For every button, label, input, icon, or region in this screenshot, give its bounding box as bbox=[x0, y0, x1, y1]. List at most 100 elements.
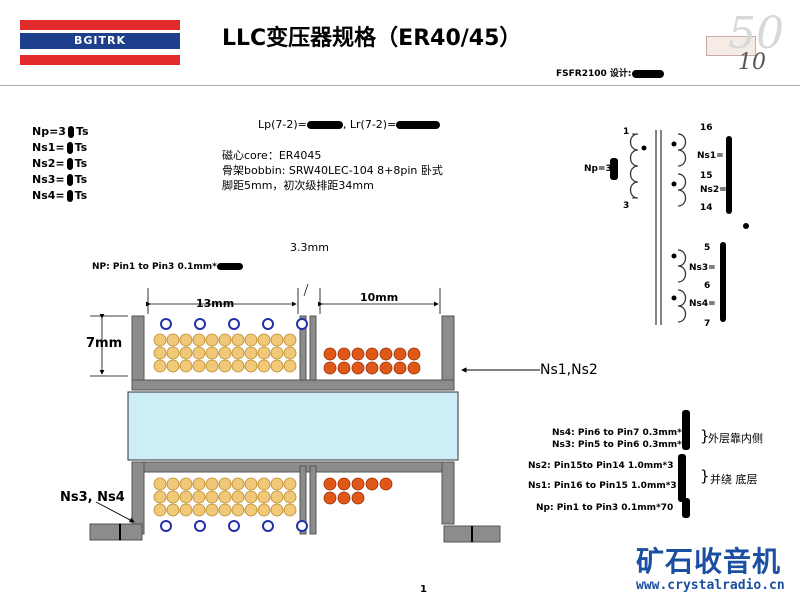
subtitle: FSFR2100 设计: bbox=[556, 66, 664, 79]
stray-dot bbox=[743, 223, 749, 229]
redaction bbox=[682, 410, 690, 450]
outer-winding-turn bbox=[194, 520, 206, 532]
primary-turn bbox=[257, 346, 271, 360]
outer-note: 外层靠内侧 bbox=[708, 432, 763, 445]
primary-turn bbox=[218, 490, 232, 504]
primary-turn bbox=[244, 503, 258, 517]
outer-winding-turn bbox=[160, 520, 172, 532]
primary-turn bbox=[205, 503, 219, 517]
primary-turn bbox=[231, 333, 245, 347]
secondary-turn bbox=[393, 361, 407, 375]
primary-turn bbox=[270, 477, 284, 491]
secondary-turn bbox=[337, 491, 351, 505]
primary-turn bbox=[257, 333, 271, 347]
primary-turn bbox=[153, 490, 167, 504]
spec-np: Np: Pin1 to Pin3 0.1mm*70 bbox=[536, 503, 674, 513]
redaction bbox=[678, 454, 686, 502]
primary-turn bbox=[205, 333, 219, 347]
primary-turn bbox=[270, 503, 284, 517]
primary-turn bbox=[283, 359, 297, 373]
pin-1: 1 bbox=[623, 127, 629, 137]
primary-turn bbox=[244, 359, 258, 373]
pin-left bbox=[89, 523, 143, 541]
logo: BGITRK bbox=[20, 33, 180, 49]
primary-turn bbox=[205, 346, 219, 360]
pin-7: 7 bbox=[704, 319, 710, 329]
ns34-label: Ns3, Ns4 bbox=[60, 490, 125, 505]
inductance-line: Lp(7-2)=, Lr(7-2)= bbox=[258, 118, 441, 131]
secondary-turn bbox=[323, 347, 337, 361]
outer-winding-turn bbox=[296, 318, 308, 330]
outer-winding-turn bbox=[228, 318, 240, 330]
primary-turn bbox=[218, 359, 232, 373]
gap-label: 3.3mm bbox=[290, 241, 329, 254]
bobbin-divider bbox=[309, 465, 317, 535]
spec-ns1: Ns1: Pin16 to Pin15 1.0mm*3 bbox=[528, 481, 677, 491]
polarity-dot bbox=[671, 141, 677, 147]
outer-winding-turn bbox=[262, 318, 274, 330]
page-title: LLC变压器规格（ER40/45） bbox=[222, 26, 522, 51]
secondary-turn bbox=[365, 477, 379, 491]
ns3-label: Ns3= bbox=[689, 263, 716, 273]
bobbin-divider bbox=[309, 315, 317, 387]
pin-15: 15 bbox=[700, 171, 713, 181]
primary-turn bbox=[205, 359, 219, 373]
primary-turn bbox=[192, 359, 206, 373]
primary-turn bbox=[283, 333, 297, 347]
turns-ns3: Ns3=Ts bbox=[32, 173, 88, 186]
primary-turn bbox=[166, 359, 180, 373]
secondary-turn bbox=[351, 477, 365, 491]
outer-winding-turn bbox=[160, 318, 172, 330]
secondary-turn bbox=[337, 361, 351, 375]
primary-turn bbox=[283, 346, 297, 360]
primary-turn bbox=[257, 359, 271, 373]
pin-16: 16 bbox=[700, 123, 713, 133]
pitch-line: 脚距5mm，初次级排距34mm bbox=[222, 179, 374, 192]
primary-turn bbox=[179, 359, 193, 373]
bobbin-floor-upper bbox=[131, 379, 455, 391]
secondary-turn bbox=[379, 361, 393, 375]
primary-turn bbox=[179, 503, 193, 517]
primary-turn bbox=[153, 333, 167, 347]
secondary-turn bbox=[323, 361, 337, 375]
primary-turn bbox=[192, 490, 206, 504]
secondary-turn bbox=[379, 347, 393, 361]
redaction bbox=[726, 136, 732, 214]
primary-turn bbox=[166, 333, 180, 347]
transformer-schematic: 1 3 16 15 14 5 6 7 Np=3 Ns1= Ns2= Ns3= N… bbox=[584, 123, 749, 329]
pin-6: 6 bbox=[704, 281, 710, 291]
polarity-dot bbox=[671, 253, 677, 259]
secondary-turn bbox=[337, 347, 351, 361]
pin-14: 14 bbox=[700, 203, 713, 213]
ns1-label: Ns1= bbox=[697, 151, 724, 161]
bobbin-cross-section bbox=[89, 283, 540, 543]
primary-turn bbox=[244, 490, 258, 504]
bobbin-floor-lower bbox=[131, 461, 455, 473]
turns-ns4: Ns4=Ts bbox=[32, 189, 88, 202]
secondary-turn bbox=[407, 347, 421, 361]
primary-turn bbox=[166, 503, 180, 517]
redaction bbox=[610, 158, 618, 180]
outer-winding-turn bbox=[228, 520, 240, 532]
secondary-turn bbox=[337, 477, 351, 491]
corner-faded-number: 50 bbox=[728, 8, 784, 59]
polarity-dot bbox=[671, 295, 677, 301]
secondary-turn bbox=[379, 477, 393, 491]
core-info: 磁心core：ER4045 骨架bobbin: SRW40LEC-104 8+8… bbox=[222, 148, 443, 193]
redaction bbox=[682, 498, 690, 518]
polarity-dot bbox=[671, 181, 677, 187]
primary-turn bbox=[244, 346, 258, 360]
primary-turn bbox=[244, 333, 258, 347]
primary-turn bbox=[231, 346, 245, 360]
ns12-label: Ns1,Ns2 bbox=[540, 362, 598, 378]
ns2-label: Ns2= bbox=[700, 185, 727, 195]
primary-turn bbox=[205, 490, 219, 504]
turns-ns2: Ns2=Ts bbox=[32, 157, 88, 170]
bobbin-divider bbox=[299, 465, 307, 535]
secondary-turn bbox=[365, 361, 379, 375]
header-divider bbox=[0, 85, 800, 86]
bobbin-wall-right-lower bbox=[441, 461, 455, 525]
primary-turn bbox=[153, 359, 167, 373]
primary-turn bbox=[153, 503, 167, 517]
bobbin-line: 骨架bobbin: SRW40LEC-104 8+8pin 卧式 bbox=[222, 164, 443, 177]
